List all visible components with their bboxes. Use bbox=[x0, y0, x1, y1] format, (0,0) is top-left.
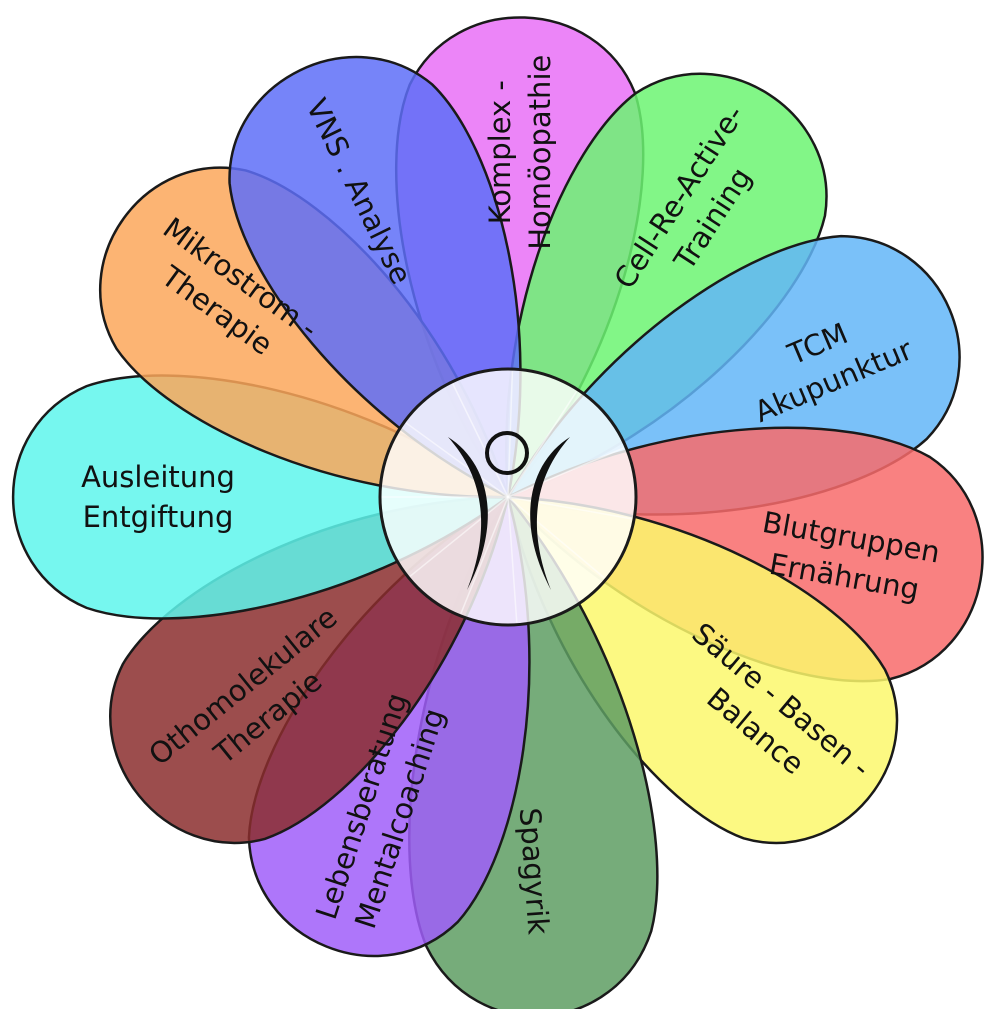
logo-head-icon bbox=[485, 431, 529, 475]
petal-label-line: Homöopathie bbox=[523, 55, 557, 250]
hub-circle bbox=[378, 367, 638, 627]
petal-label-komplex: Komplex -Homöopathie bbox=[483, 55, 557, 250]
center-hub bbox=[378, 367, 638, 627]
petal-label-line: Entgiftung bbox=[83, 500, 234, 534]
logo-right-arc-icon bbox=[530, 437, 570, 590]
petal-label-line: Ausleitung bbox=[81, 460, 235, 494]
petal-label-line: Komplex - bbox=[483, 80, 517, 224]
human-figure-logo-icon bbox=[448, 431, 570, 590]
logo-left-arc-icon bbox=[448, 437, 488, 590]
